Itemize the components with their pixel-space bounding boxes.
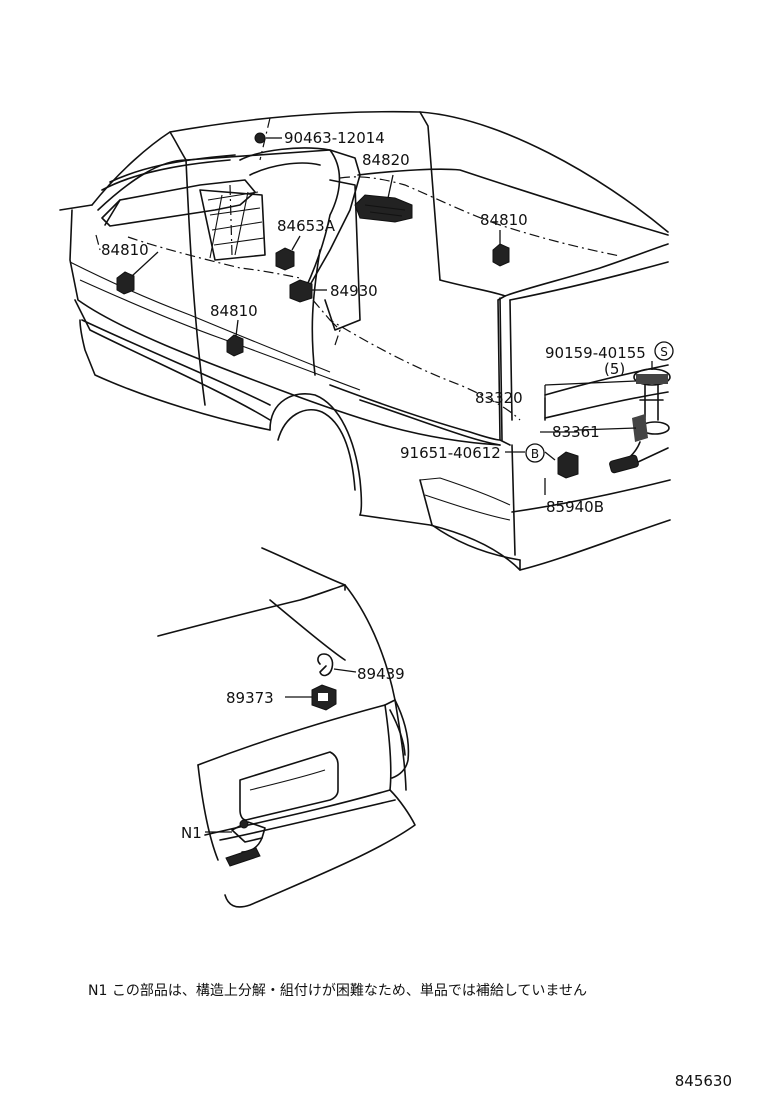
callout-84810-door: 84810 xyxy=(210,302,258,320)
lower-leaders xyxy=(205,668,357,833)
switch-84820 xyxy=(354,194,413,223)
callout-84653a: 84653A xyxy=(277,217,336,235)
figure-number: 845630 xyxy=(674,1072,732,1090)
callout-83320: 83320 xyxy=(475,389,523,407)
footnote: N1 この部品は、構造上分解・組付けが困難なため、単品では補給していません xyxy=(88,983,587,999)
back-door-drawing xyxy=(157,547,416,908)
marker-s: S xyxy=(654,341,674,361)
relay-85940b xyxy=(557,451,579,479)
callout-83361: 83361 xyxy=(552,423,600,441)
callout-84820: 84820 xyxy=(362,151,410,169)
switch-84810-b xyxy=(492,243,510,267)
callout-84810-right: 84810 xyxy=(480,211,528,229)
callout-qty-5: (5) xyxy=(604,360,625,378)
upper-leaders xyxy=(131,137,653,495)
marker-b-label: B xyxy=(531,447,539,461)
upper-parts xyxy=(116,132,671,479)
callout-84930: 84930 xyxy=(330,282,378,300)
switch-84930 xyxy=(289,279,313,303)
callout-89373: 89373 xyxy=(226,689,274,707)
marker-b: B xyxy=(525,443,545,463)
fuel-sender-83320 xyxy=(609,368,671,474)
callout-91651-40612: 91651-40612 xyxy=(400,444,501,462)
callout-89439: 89439 xyxy=(357,665,405,683)
callout-84810-left: 84810 xyxy=(101,241,149,259)
nut-90463-12014 xyxy=(254,132,266,144)
switch-84810-a xyxy=(116,271,135,295)
callout-n1: N1 xyxy=(181,824,202,842)
callout-90463-12014: 90463-12014 xyxy=(284,129,385,147)
callout-85940b: 85940B xyxy=(546,498,604,516)
clip-89439 xyxy=(317,653,334,677)
marker-s-label: S xyxy=(660,345,668,359)
callout-90159-40155: 90159-40155 xyxy=(545,344,646,362)
lower-parts xyxy=(225,653,337,867)
switch-84810-c xyxy=(226,334,244,357)
lock-assembly-n1 xyxy=(225,819,266,867)
vehicle-rear-quarter-drawing xyxy=(59,110,671,571)
switch-84653a xyxy=(275,247,295,271)
